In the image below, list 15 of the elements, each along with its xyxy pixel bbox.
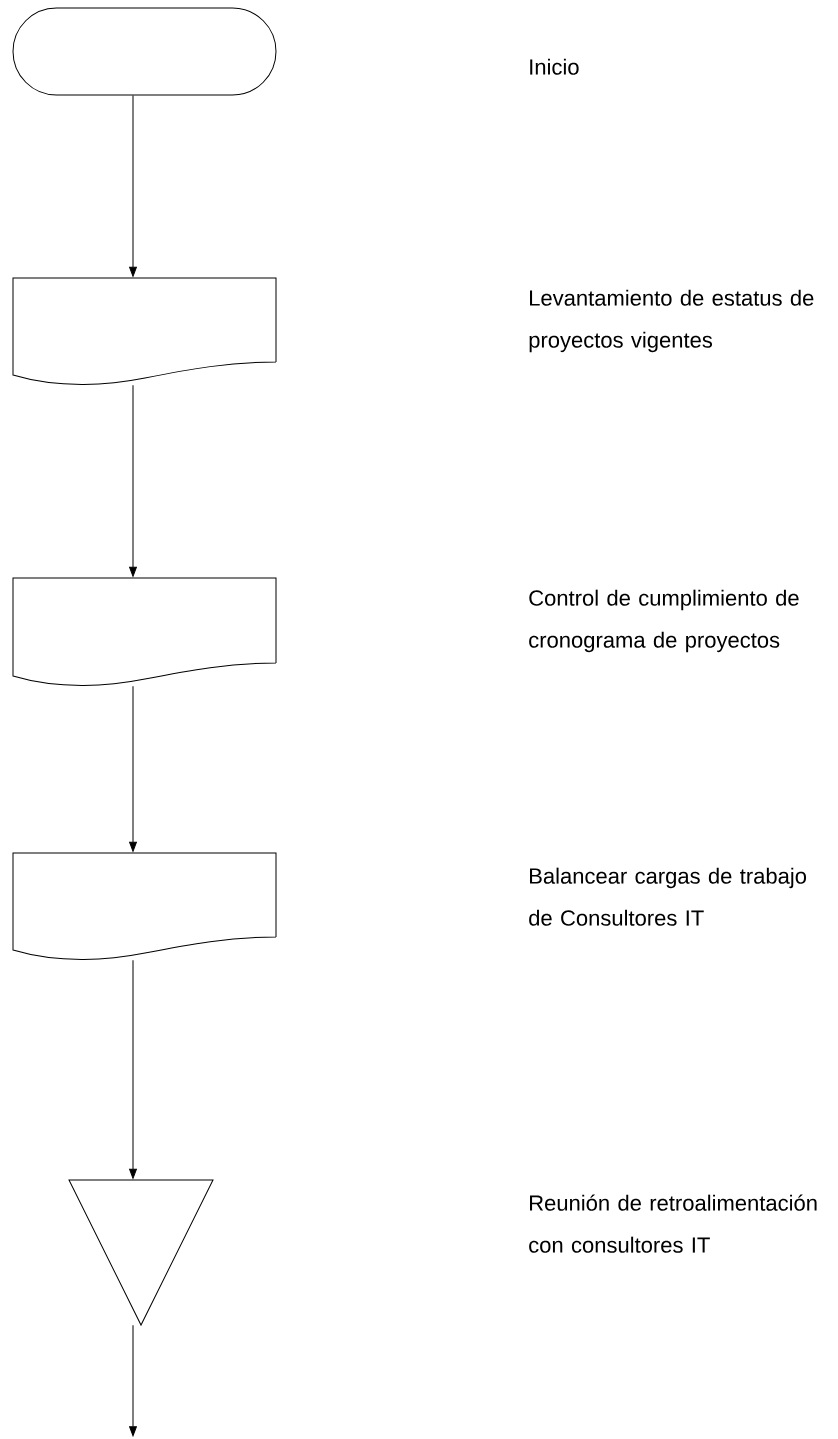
terminator-shape bbox=[12, 7, 277, 96]
triangle-shape bbox=[68, 1179, 214, 1326]
arrow bbox=[129, 685, 137, 852]
step-label: Balancear cargas de trabajo de Consultores IT bbox=[529, 867, 807, 926]
document-shape bbox=[12, 277, 277, 385]
arrow bbox=[129, 95, 137, 277]
step-label: Inicio bbox=[530, 58, 579, 75]
step-label: Levantamiento de estatus de proyectos vigentes bbox=[529, 289, 814, 353]
arrow bbox=[129, 1324, 137, 1437]
step-label: Control de cumplimiento de cronograma de proyectos bbox=[529, 589, 799, 653]
document-shape bbox=[12, 852, 277, 960]
arrow bbox=[129, 384, 137, 577]
arrow bbox=[129, 959, 137, 1179]
document-shape bbox=[12, 577, 277, 686]
step-label: Reunión de retroalimentación con consultores IT bbox=[529, 1194, 817, 1253]
